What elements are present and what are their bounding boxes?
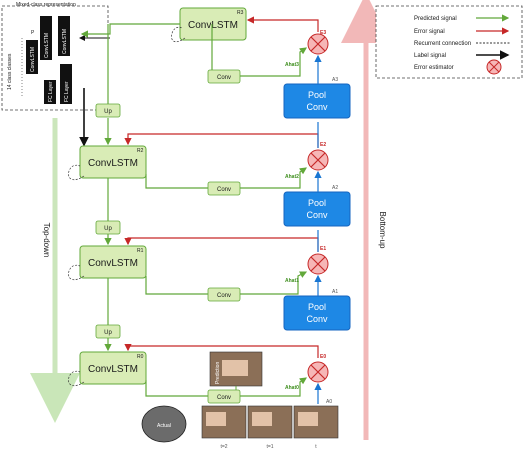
convlstm-r1-label: ConvLSTM (88, 258, 138, 269)
up-box-2: Up (95, 220, 121, 235)
pool-conv-2-line1: Pool (308, 198, 326, 208)
convlstm-r0: ConvLSTM R0 (68, 351, 147, 387)
ahat-1-label: Ahat1 (285, 278, 299, 284)
a2-tag: A2 (332, 185, 338, 191)
classifier-block: Mixed-class representation 14 class clas… (1, 2, 110, 147)
up-box-2-label: Up (104, 226, 112, 232)
pool-conv-3-line2: Conv (306, 102, 328, 112)
classifier-bar-label-5: ConvLSTM (62, 29, 68, 54)
up-box-1-label: Up (104, 109, 112, 115)
frame-t-hand (298, 412, 318, 426)
convlstm-r3: ConvLSTM R3 (171, 7, 247, 43)
error-e2-label: E2 (320, 142, 326, 148)
convlstm-r1: ConvLSTM R1 (68, 245, 147, 281)
error-estimator-2 (307, 149, 329, 171)
classifier-bar-label-3: FC Layer (48, 81, 54, 102)
error-e3-label: E3 (320, 30, 326, 36)
frame-label-1: t=1 (266, 444, 273, 450)
conv-box-1: Conv (207, 287, 241, 302)
frame-label-2: t (315, 444, 317, 450)
conv-box-0: Conv (207, 389, 241, 404)
convlstm-r0-label: ConvLSTM (88, 364, 138, 375)
classifier-bar-label-4: FC Layer (64, 81, 70, 102)
prediction-label: Prediction (215, 362, 221, 384)
input-frames: t=2 t=1 t (201, 405, 339, 450)
legend-estimator-icon (486, 59, 502, 75)
legend: Predicted signal Error signal Recurrent … (375, 5, 523, 79)
conv-box-1-label: Conv (217, 293, 231, 299)
conv-box-2-label: Conv (217, 187, 231, 193)
pool-conv-1-line1: Pool (308, 302, 326, 312)
top-down-label: Top-down (42, 223, 51, 258)
recurrent-loop-r0 (68, 370, 85, 387)
frame-t-minus-1-hand (252, 412, 272, 426)
classifier-bar-3 (44, 80, 56, 104)
convlstm-r2-label: ConvLSTM (88, 158, 138, 169)
top-down-arrow: Top-down (30, 118, 80, 423)
frame-t-minus-2-hand (206, 412, 226, 426)
convlstm-r2: ConvLSTM R2 (68, 145, 147, 181)
ahat-3-label: Ahat3 (285, 62, 299, 68)
up-box-3: Up (95, 324, 121, 339)
pool-conv-1: Pool Conv A1 (283, 289, 351, 331)
recurrent-loop-r2 (68, 164, 85, 181)
conv-box-3-label: Conv (217, 75, 231, 81)
p-label: P (31, 30, 35, 36)
conv-box-2: Conv (207, 181, 241, 196)
up-box-3-label: Up (104, 330, 112, 336)
error-estimator-3 (307, 33, 329, 55)
a1-tag: A1 (332, 289, 338, 295)
error-e1-label: E1 (320, 246, 326, 252)
pool-conv-1-line2: Conv (306, 314, 328, 324)
actual-blob: Actual (141, 405, 187, 443)
convlstm-r1-tag: R1 (137, 248, 144, 254)
conv-box-0-label: Conv (217, 395, 231, 401)
conv-box-3: Conv (207, 69, 241, 84)
ahat-0-label: Ahat0 (285, 385, 299, 391)
convlstm-r3-tag: R3 (237, 10, 244, 16)
frame-label-0: t=2 (220, 444, 227, 450)
top-down-signals (80, 23, 308, 397)
error-e0-label: E0 (320, 354, 326, 360)
convlstm-r0-tag: R0 (137, 354, 144, 360)
convlstm-r2-tag: R2 (137, 148, 144, 154)
pool-conv-2: Pool Conv A2 (283, 185, 351, 227)
up-box-1: Up (95, 103, 121, 118)
classes-label: 14 class classes (7, 53, 13, 90)
legend-estimator-label: Error estimator (414, 65, 454, 71)
classifier-bar-4 (60, 64, 72, 104)
actual-label: Actual (157, 423, 171, 429)
ahat-2-label: Ahat2 (285, 174, 299, 180)
classifier-bar-label-2: ConvLSTM (44, 33, 50, 58)
classifier-bar-label-1: ConvLSTM (30, 47, 36, 72)
a0-tag: A0 (326, 399, 332, 405)
convlstm-r3-label: ConvLSTM (188, 20, 238, 31)
classifier-bar-2 (40, 16, 52, 60)
a3-tag: A3 (332, 77, 338, 83)
prediction-frame: Prediction (209, 351, 263, 390)
recurrent-loop-r1 (68, 264, 85, 281)
legend-error-label: Error signal (414, 29, 445, 35)
bottom-up-arrow: Bottom-up (341, 0, 391, 440)
recurrent-loop-r3 (171, 26, 186, 43)
classifier-bar-1 (26, 40, 38, 74)
pool-conv-3-line1: Pool (308, 90, 326, 100)
legend-recurrent-label: Recurrent connection (414, 41, 471, 47)
error-estimator-0 (307, 361, 329, 383)
error-estimator-1 (307, 253, 329, 275)
classifier-caption: Mixed-class representation (16, 2, 76, 8)
classifier-bar-5 (58, 16, 70, 56)
legend-predicted-label: Predicted signal (414, 16, 457, 22)
pool-conv-2-line2: Conv (306, 210, 328, 220)
bottom-up-label: Bottom-up (378, 212, 387, 249)
pool-conv-3: Pool Conv A3 (283, 77, 351, 119)
legend-label-signal-label: Label signal (414, 53, 446, 59)
